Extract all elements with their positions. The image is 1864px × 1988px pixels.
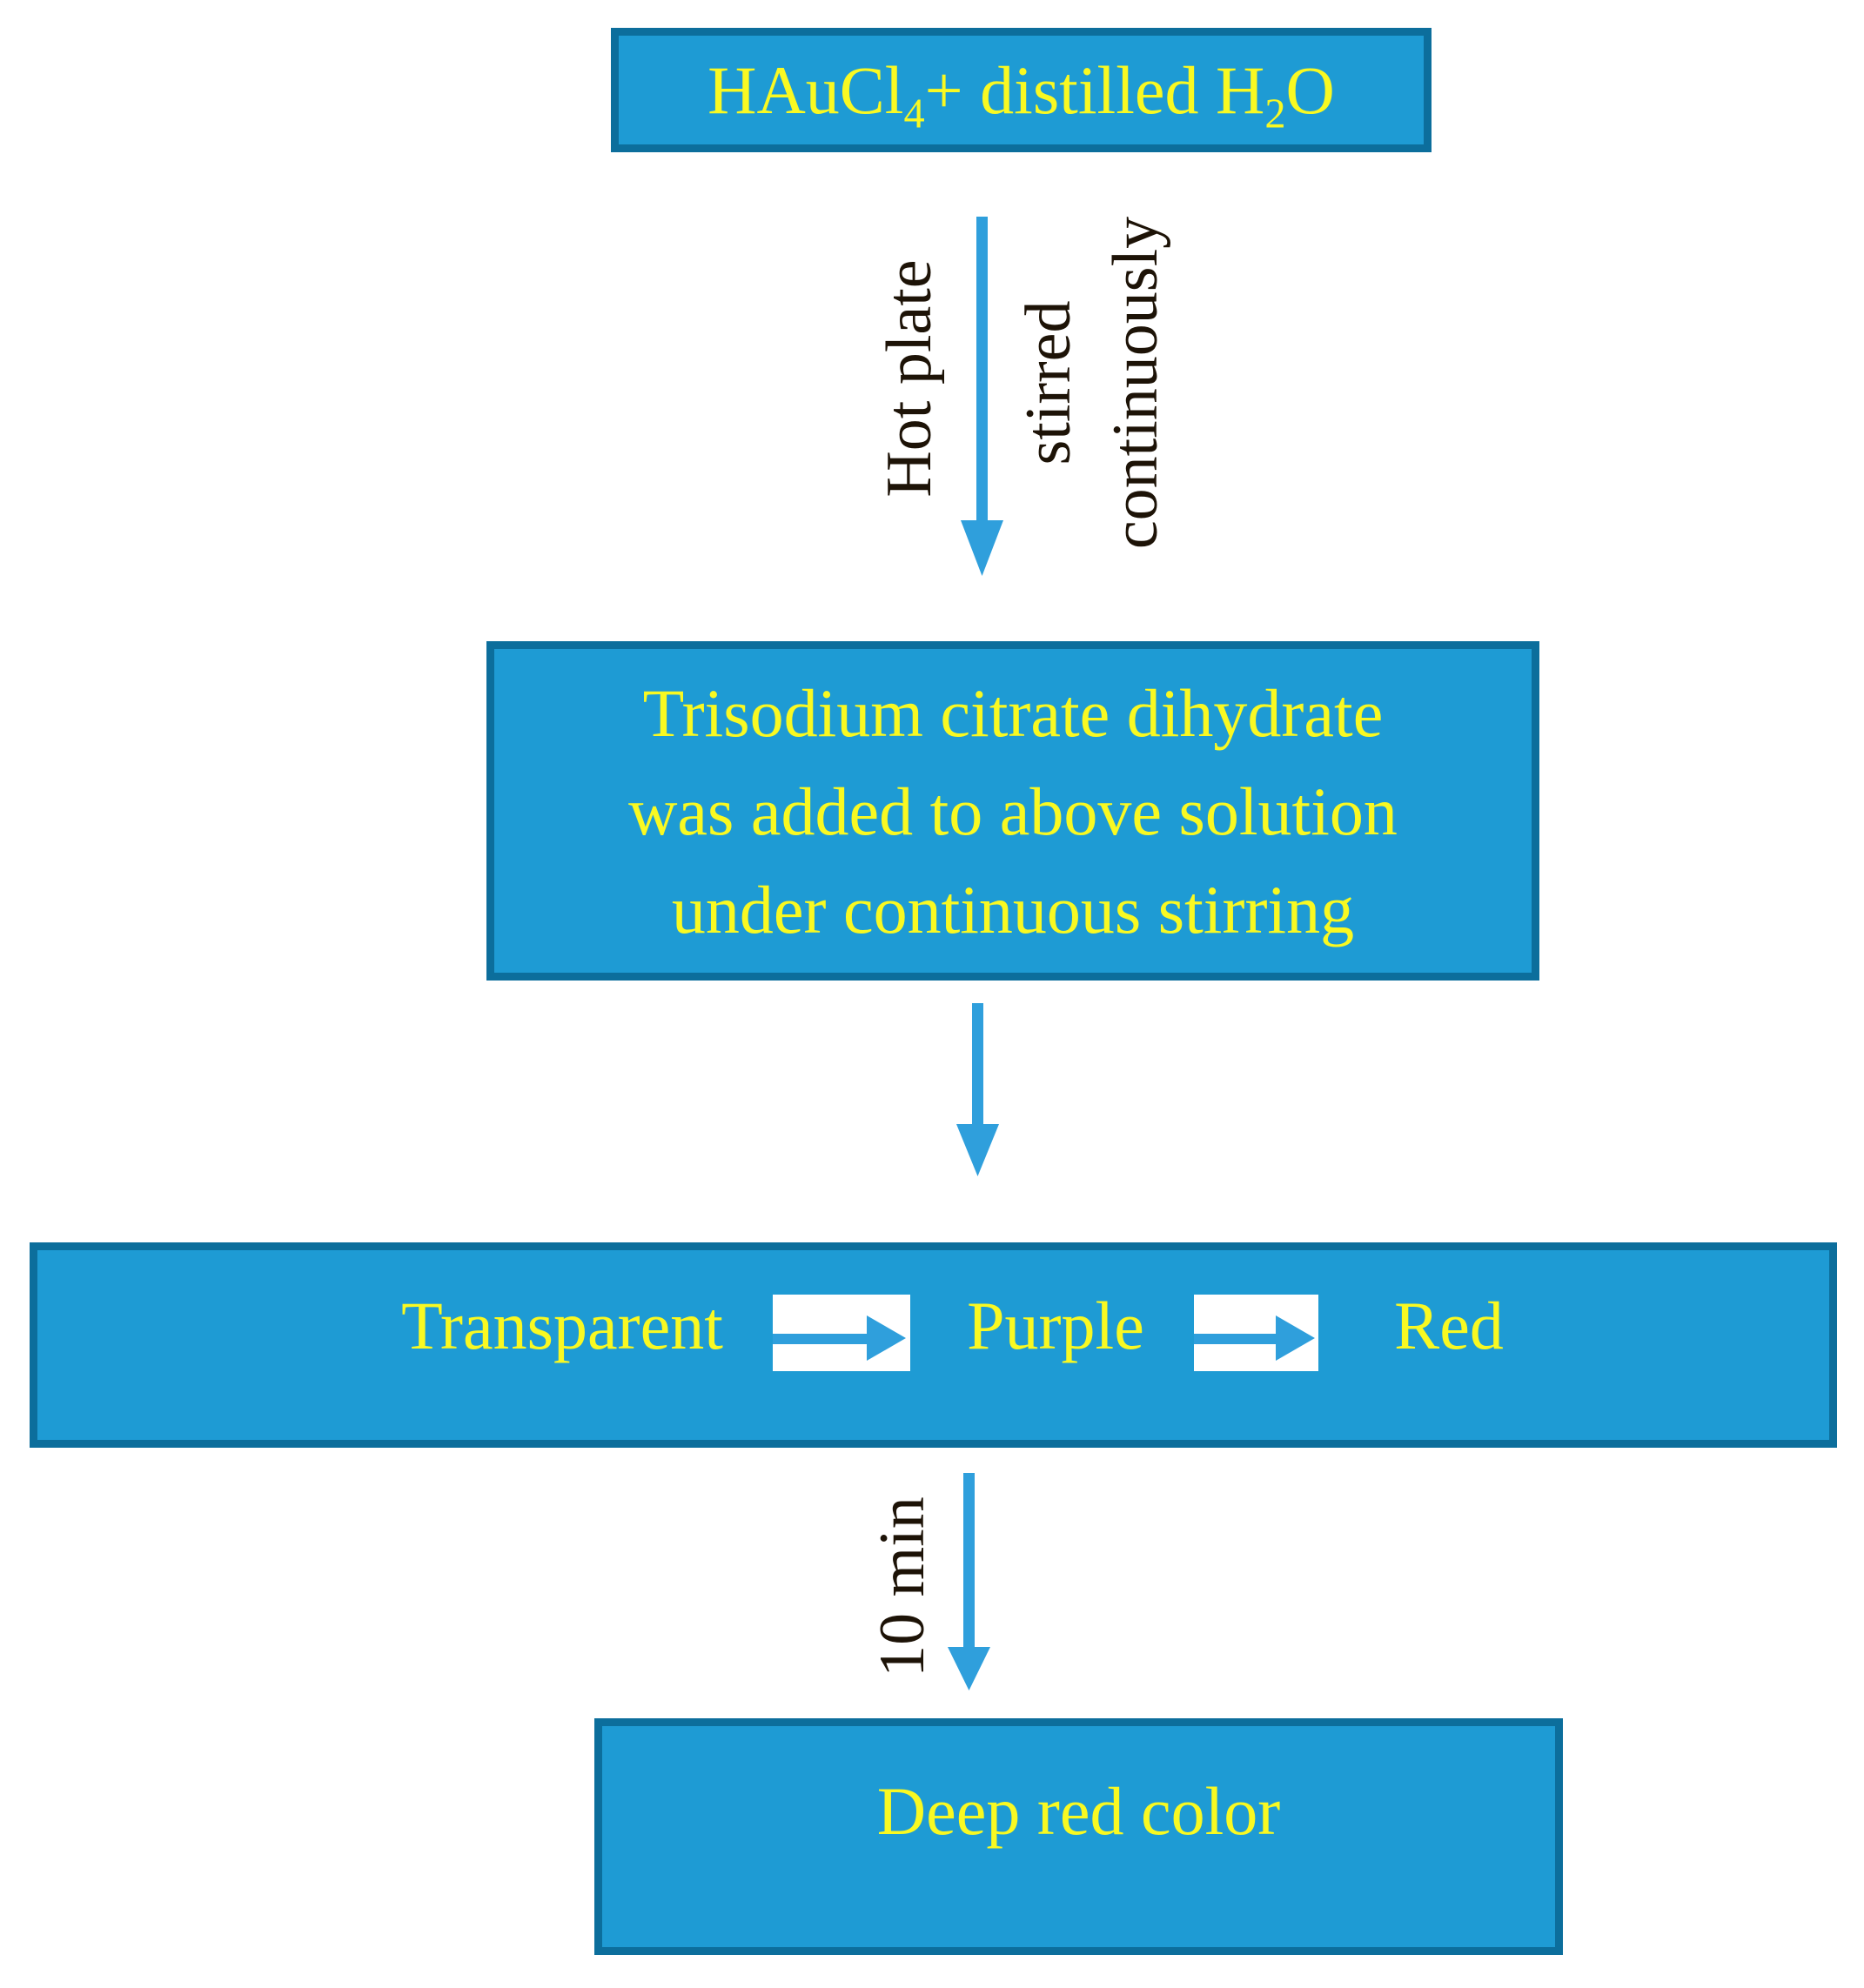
formula-part: + distilled H [924,51,1265,128]
arrow-shaft [976,217,988,523]
formula-part: HAuCl [707,51,904,128]
node-reactants-box: HAuCl4+ distilled H2O [611,28,1432,152]
formula-subscript: 4 [903,90,925,137]
result-label: Deep red color [876,1773,1281,1849]
stirred-continuously-label: stirred continuously [1005,217,1179,549]
arrow-shaft [1194,1334,1276,1344]
stir-label-line: stirred [1013,300,1084,465]
formula-subscript: 2 [1264,90,1286,137]
arrow-head [956,1124,999,1176]
process-line: under continuous stirring [671,871,1355,947]
node-process-box: Trisodium citrate dihydrate was added to… [486,641,1539,981]
right-arrow-box [773,1295,910,1371]
arrow-head [867,1315,906,1361]
process-line: Trisodium citrate dihydrate [642,674,1384,751]
arrow-shaft [972,1003,983,1127]
stir-label-line: continuously [1100,216,1171,550]
stage-label-purple: Purple [967,1288,1144,1363]
process-line: was added to above solution [628,773,1398,849]
arrow-shaft [773,1334,867,1344]
reactants-formula: HAuCl4+ distilled H2O [707,56,1335,135]
node-color-change-box: Transparent Purple Red [30,1242,1837,1448]
stage-label-red: Red [1394,1288,1504,1363]
ten-min-label: 10 min [866,1496,938,1677]
node-result-box: Deep red color [594,1718,1563,1955]
arrow-head [948,1647,990,1690]
arrow-head [961,520,1003,576]
hot-plate-label: Hot plate [873,259,945,498]
stage-label-transparent: Transparent [401,1288,723,1363]
right-arrow-box [1194,1295,1318,1371]
arrow-head [1276,1315,1315,1361]
formula-part: O [1285,51,1335,128]
arrow-shaft [963,1473,975,1650]
